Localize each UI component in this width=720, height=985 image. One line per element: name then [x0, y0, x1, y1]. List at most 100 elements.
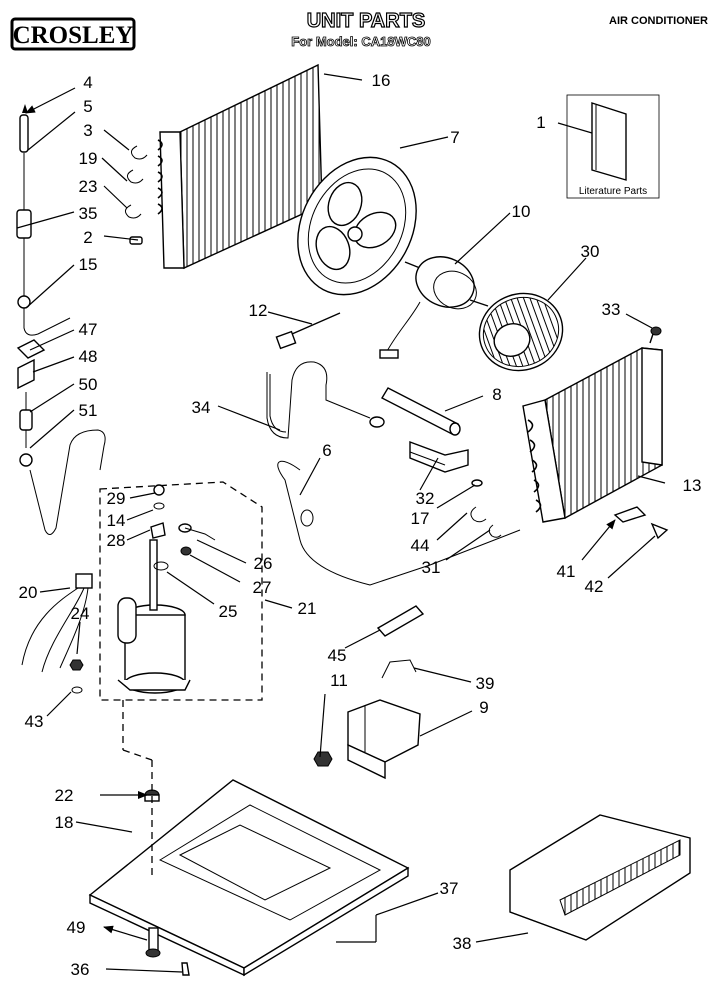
- callout-18: 18: [55, 813, 74, 832]
- part-service-valve: [19, 104, 29, 153]
- part-evaporator-coil: [522, 347, 663, 523]
- part-lock-nut: [313, 751, 333, 767]
- part-clip-b: [127, 169, 144, 184]
- callout-3: 3: [83, 121, 92, 140]
- callout-23: 23: [79, 177, 98, 196]
- brand-name: CROSLEY: [13, 22, 134, 49]
- callout-19: 19: [79, 149, 98, 168]
- part-cable-tie: [275, 312, 341, 350]
- part-tube-assembly: [266, 361, 385, 439]
- part-compressor: [117, 539, 191, 694]
- part-clip-base: [181, 962, 190, 976]
- callout-43: 43: [25, 712, 44, 731]
- part-gasket: [153, 561, 169, 571]
- part-control-bracket: [347, 699, 421, 780]
- callout-12: 12: [249, 301, 268, 320]
- part-blower-wheel: [478, 292, 564, 372]
- part-suction-line: [16, 153, 71, 336]
- callout-20: 20: [19, 583, 38, 602]
- part-hex-nut: [69, 659, 84, 671]
- callout-8: 8: [492, 385, 501, 404]
- part-fan-motor: [379, 256, 489, 359]
- callout-13: 13: [683, 476, 702, 495]
- callout-29: 29: [107, 489, 126, 508]
- callout-47: 47: [79, 320, 98, 339]
- part-clip-small: [488, 524, 502, 538]
- callout-50: 50: [79, 375, 98, 394]
- part-insulation-tube: [381, 387, 461, 436]
- callout-2: 2: [83, 228, 92, 247]
- callout-34: 34: [192, 398, 211, 417]
- part-clip-a: [131, 145, 148, 160]
- model-subtitle: For Model: CA18WC80: [291, 34, 430, 49]
- brand-logo: CROSLEY: [10, 17, 136, 51]
- callout-31: 31: [422, 558, 441, 577]
- callout-51: 51: [79, 401, 98, 420]
- part-clip-c: [125, 204, 142, 219]
- callout-4: 4: [83, 73, 92, 92]
- part-base-pan: [88, 779, 410, 977]
- callout-49: 49: [67, 918, 86, 937]
- callout-45: 45: [328, 646, 347, 665]
- part-plug: [129, 236, 143, 245]
- callout-42: 42: [585, 577, 604, 596]
- category-label: AIR CONDITIONER: [609, 15, 708, 27]
- callout-numbers: 1 2 3 4 5 6 7 8 9 10 11 12 13 14 15 16 1…: [19, 71, 702, 979]
- part-discharge-line: [19, 392, 106, 535]
- callout-16: 16: [372, 71, 391, 90]
- leader-lines: [16, 73, 666, 973]
- part-flat-washer: [71, 686, 83, 694]
- literature-parts-label: Literature Parts: [579, 186, 647, 197]
- callout-1: 1: [536, 113, 545, 132]
- part-front-grille: [509, 814, 691, 941]
- part-base-bolt: [145, 927, 161, 958]
- callout-28: 28: [107, 531, 126, 550]
- callout-35: 35: [79, 204, 98, 223]
- callout-15: 15: [79, 255, 98, 274]
- callout-11: 11: [330, 671, 348, 690]
- part-mounting-bracket: [613, 506, 647, 523]
- callout-37: 37: [440, 879, 459, 898]
- compressor-group-outline: [99, 481, 263, 701]
- callout-10: 10: [512, 202, 531, 221]
- callout-26: 26: [254, 554, 273, 573]
- callout-48: 48: [79, 347, 98, 366]
- callout-21: 21: [298, 599, 317, 618]
- callout-44: 44: [411, 536, 430, 555]
- part-bushing: [471, 479, 483, 487]
- part-fastener: [650, 522, 669, 540]
- callout-36: 36: [71, 960, 90, 979]
- page-title: UNIT PARTS: [307, 10, 426, 32]
- part-bracket: [409, 440, 469, 473]
- part-literature: Literature Parts: [566, 94, 660, 199]
- part-grommet: [180, 546, 192, 556]
- callout-30: 30: [581, 242, 600, 261]
- callout-27: 27: [253, 578, 272, 597]
- callout-22: 22: [55, 786, 74, 805]
- callout-7: 7: [450, 128, 459, 147]
- part-clip: [470, 506, 487, 523]
- part-washer: [153, 502, 165, 510]
- callout-6: 6: [322, 441, 331, 460]
- callout-9: 9: [479, 698, 488, 717]
- part-capillary-tube: [277, 460, 521, 586]
- part-overload: [178, 523, 216, 541]
- part-support-bracket: [16, 339, 46, 390]
- part-condenser-coil: [157, 63, 323, 270]
- callout-41: 41: [557, 562, 576, 581]
- part-condenser-fan: [297, 156, 417, 296]
- callout-5: 5: [83, 97, 92, 116]
- callout-25: 25: [219, 602, 238, 621]
- callout-17: 17: [411, 509, 430, 528]
- part-wire-harness: [21, 573, 93, 673]
- callout-14: 14: [107, 511, 126, 530]
- part-screw: [649, 326, 662, 344]
- part-terminal-cover: [150, 522, 166, 539]
- callout-38: 38: [453, 934, 472, 953]
- callout-32: 32: [416, 489, 435, 508]
- part-nut: [153, 484, 165, 496]
- callout-33: 33: [602, 300, 621, 319]
- part-terminal-block: [376, 605, 425, 637]
- callout-24: 24: [71, 604, 90, 623]
